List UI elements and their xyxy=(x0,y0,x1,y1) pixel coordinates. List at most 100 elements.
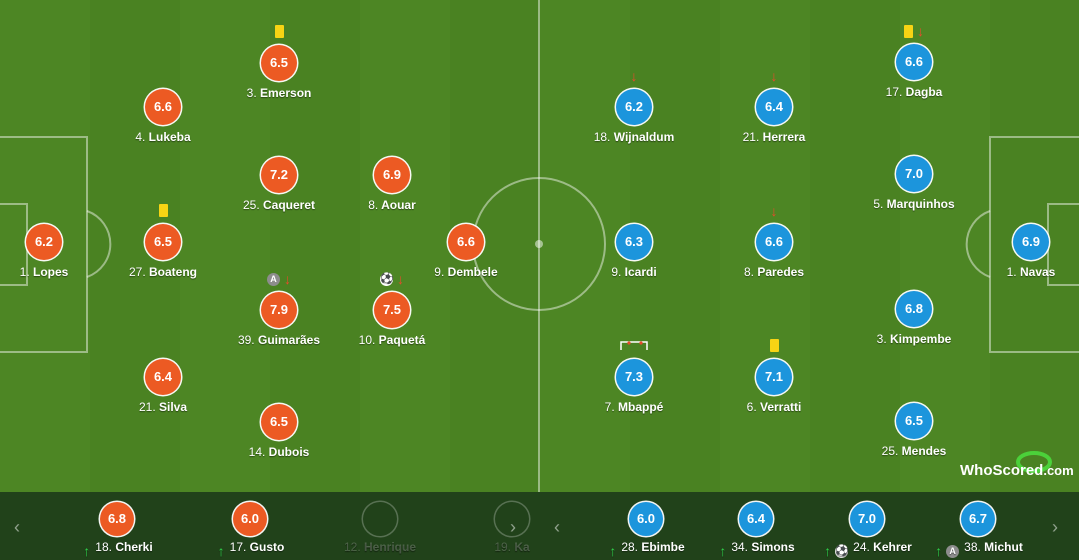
next-away-bench-arrow[interactable]: › xyxy=(1052,517,1058,537)
bench-away-player-ebimbe[interactable]: 6.0↑28. Ebimbe xyxy=(581,502,711,558)
bench-away-player-kehrer[interactable]: 7.0↑⚽24. Kehrer xyxy=(802,502,932,558)
shirt-number: 7. xyxy=(604,400,615,414)
shirt-number: 17. xyxy=(885,85,903,99)
player-name-label: 8. Paredes xyxy=(714,265,834,279)
home-player-dubois[interactable]: 6.5 14. Dubois xyxy=(219,404,339,459)
player-event-icons xyxy=(574,339,694,355)
player-event-icons: ↓ xyxy=(714,204,834,220)
prev-away-bench-arrow[interactable]: ‹ xyxy=(554,517,560,537)
bench-home-player-gusto[interactable]: 6.0↑17. Gusto xyxy=(185,502,315,558)
player-name-label: ↑17. Gusto xyxy=(185,540,315,558)
captain-icon: A xyxy=(946,544,960,558)
away-player-wijnaldum[interactable]: 6.2↓18. Wijnaldum xyxy=(574,69,694,144)
player-name: Herrera xyxy=(762,130,806,144)
player-rating: 6.8 xyxy=(896,291,932,327)
player-event-icons: A↓ xyxy=(219,272,339,288)
hit-woodwork-icon xyxy=(620,339,648,350)
player-name-label: 39. Guimarães xyxy=(219,333,339,347)
player-rating: 7.5 xyxy=(374,292,410,328)
player-rating: 7.1 xyxy=(756,359,792,395)
shirt-number: 9. xyxy=(611,265,622,279)
sub-out-arrow-icon: ↓ xyxy=(917,23,924,39)
player-event-icons: ↓ xyxy=(574,69,694,85)
prev-home-bench-arrow[interactable]: ‹ xyxy=(14,517,20,537)
player-name: Marquinhos xyxy=(886,197,955,211)
bench-away-player-simons[interactable]: 6.4↑34. Simons xyxy=(691,502,821,558)
shirt-number: 9. xyxy=(434,265,445,279)
player-name-label: 17. Dagba xyxy=(854,85,974,99)
yellow-card-icon xyxy=(274,25,284,38)
sub-out-arrow-icon: ↓ xyxy=(284,271,291,287)
away-player-icardi[interactable]: 6.3 9. Icardi xyxy=(574,224,694,279)
player-name: Kimpembe xyxy=(890,332,952,346)
player-name-label: 19. Ka xyxy=(447,540,577,554)
shirt-number: 3. xyxy=(876,332,887,346)
player-name: Icardi xyxy=(624,265,657,279)
player-name-label: 27. Boateng xyxy=(103,265,223,279)
unused-sub-placeholder xyxy=(363,502,397,536)
sub-in-arrow-icon: ↑ xyxy=(217,543,225,559)
shirt-number: 18. xyxy=(593,130,611,144)
player-name-label: 14. Dubois xyxy=(219,445,339,459)
player-event-icons: ↓ xyxy=(854,24,974,40)
bench-home-player-ka[interactable]: 19. Ka xyxy=(447,502,577,554)
player-name: Paquetá xyxy=(378,333,426,347)
sub-in-arrow-icon: ↑ xyxy=(824,543,832,559)
home-player-paquetá[interactable]: 7.5⚽↓10. Paquetá xyxy=(332,272,452,347)
bench-home-player-henrique[interactable]: 12. Henrique xyxy=(315,502,445,554)
home-player-lopes[interactable]: 6.2 1. Lopes xyxy=(0,224,104,279)
player-rating: 6.2 xyxy=(26,224,62,260)
away-player-kimpembe[interactable]: 6.8 3. Kimpembe xyxy=(854,291,974,346)
player-name: Paredes xyxy=(757,265,805,279)
player-rating: 6.0 xyxy=(629,502,663,536)
player-rating: 6.3 xyxy=(616,224,652,260)
player-rating: 6.5 xyxy=(896,403,932,439)
player-rating: 6.4 xyxy=(756,89,792,125)
shirt-number: 8. xyxy=(368,198,379,212)
bench-home-player-cherki[interactable]: 6.8↑18. Cherki xyxy=(52,502,182,558)
player-name: Guimarães xyxy=(257,333,321,347)
player-event-icons: ↓ xyxy=(714,69,834,85)
player-name-label: 1. Lopes xyxy=(0,265,104,279)
shirt-number: 19. xyxy=(494,540,511,554)
yellow-card-icon xyxy=(158,204,168,217)
player-name-label: ↑34. Simons xyxy=(691,540,821,558)
player-name: Ka xyxy=(514,540,530,554)
player-name: Dagba xyxy=(905,85,943,99)
shirt-number: 17. xyxy=(229,540,247,554)
player-rating: 6.5 xyxy=(261,404,297,440)
away-player-mendes[interactable]: 6.5 25. Mendes xyxy=(854,403,974,458)
player-rating: 6.6 xyxy=(756,224,792,260)
player-name-label: 25. Mendes xyxy=(854,444,974,458)
away-player-paredes[interactable]: 6.6 ↓ 8. Paredes xyxy=(714,204,834,279)
player-name-label: 9. Icardi xyxy=(574,265,694,279)
shirt-number: 21. xyxy=(138,400,156,414)
away-player-herrera[interactable]: 6.4↓21. Herrera xyxy=(714,69,834,144)
goal-ball-icon: ⚽ xyxy=(380,272,394,286)
shirt-number: 24. xyxy=(853,540,870,554)
next-home-bench-arrow[interactable]: › xyxy=(510,517,516,537)
player-name: Navas xyxy=(1019,265,1056,279)
player-name: Emerson xyxy=(260,86,312,100)
sub-out-arrow-icon: ↓ xyxy=(397,271,404,287)
sub-in-arrow-icon: ↑ xyxy=(609,543,617,559)
away-player-dagba[interactable]: 6.6↓17. Dagba xyxy=(854,24,974,99)
player-name-label: 9. Dembele xyxy=(406,265,526,279)
whoscored-logo: WhoScored.com xyxy=(960,462,1074,479)
player-name-label: ↑⚽24. Kehrer xyxy=(802,540,932,558)
